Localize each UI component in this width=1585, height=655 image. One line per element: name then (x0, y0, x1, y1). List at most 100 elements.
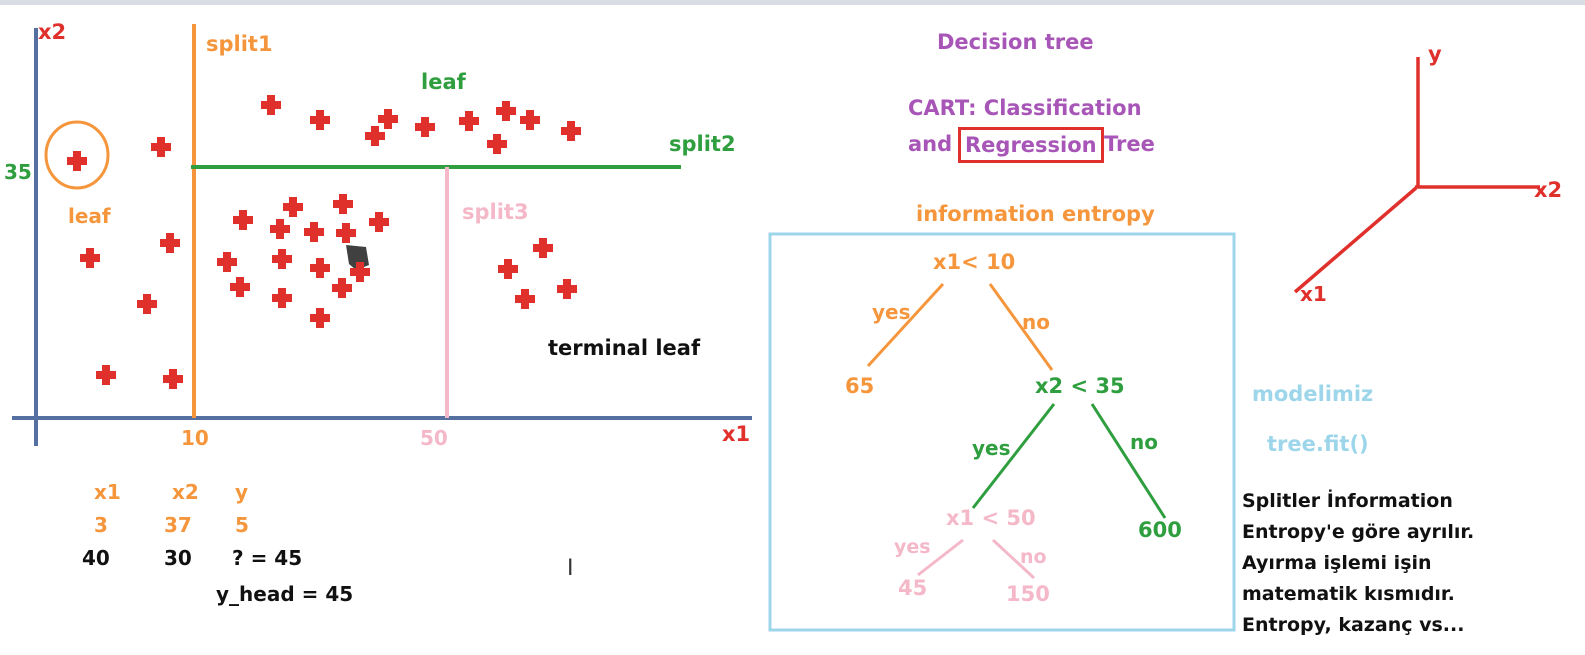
tree-node3-no: no (1020, 546, 1047, 568)
data-point-marker (459, 111, 479, 131)
tick-x1-50: 50 (420, 426, 448, 450)
table-r2-y: ? = 45 (232, 546, 303, 570)
edge-root-yes (866, 282, 945, 368)
title-cart-and: and (908, 132, 953, 156)
tree-leaf-600: 600 (1138, 518, 1182, 542)
table-header-x2: x2 (172, 480, 199, 504)
leaf-left-label: leaf (68, 204, 111, 228)
data-point-marker (369, 212, 389, 232)
data-point-marker (378, 109, 398, 129)
data-point-marker (333, 194, 353, 214)
tick-x2-35: 35 (4, 160, 32, 184)
data-point-marker (515, 289, 535, 309)
axis3d-x1 (1293, 186, 1418, 294)
notes-line: Entropy'e göre ayrılır. (1242, 521, 1475, 543)
edge-node2-yes (971, 403, 1056, 509)
data-point-marker (272, 249, 292, 269)
edge-node3-no (991, 538, 1036, 580)
axis3d-x2-label: x2 (1534, 178, 1563, 202)
data-point-marker (365, 126, 385, 146)
data-point-marker (336, 223, 356, 243)
data-point-marker (415, 117, 435, 137)
title-cart-regression-boxed: Regression (958, 127, 1104, 163)
table-r1-y: 5 (235, 513, 249, 537)
model-fit-label: tree.fit() (1267, 432, 1369, 456)
text-cursor-icon: I (567, 556, 574, 581)
edge-node2-no (1090, 403, 1167, 519)
tree-leaf-65: 65 (845, 374, 875, 398)
table-header-x1: x1 (94, 480, 121, 504)
data-point-marker (310, 308, 330, 328)
y-head-label: y_head = 45 (216, 582, 354, 606)
tick-x1-10: 10 (181, 426, 209, 450)
data-point-marker (233, 210, 253, 230)
tree-root-no: no (1022, 310, 1050, 334)
data-point-marker (304, 222, 324, 242)
tree-leaf-45: 45 (898, 576, 928, 600)
data-point-marker (261, 95, 281, 115)
tree-root-node: x1< 10 (933, 250, 1016, 274)
tree-node3: x1 < 50 (946, 506, 1036, 530)
tree-node2-no: no (1130, 430, 1158, 454)
data-point-marker (498, 259, 518, 279)
terminal-leaf-label: terminal leaf (548, 336, 701, 360)
data-point-marker (80, 248, 100, 268)
title-decision-tree: Decision tree (937, 30, 1094, 54)
data-point-marker (310, 258, 330, 278)
axis3d-y-label: y (1428, 42, 1442, 66)
data-point-marker (160, 233, 180, 253)
data-point-marker (137, 294, 157, 314)
data-point-marker (163, 369, 183, 389)
data-points (67, 95, 581, 389)
table-header-y: y (235, 480, 249, 504)
notes-line: Splitler İnformation (1242, 490, 1453, 512)
tree-leaf-150: 150 (1006, 582, 1050, 606)
tree-node2-yes: yes (972, 436, 1011, 460)
data-point-marker (272, 288, 292, 308)
data-point-marker (487, 134, 507, 154)
data-point-marker (217, 252, 237, 272)
edge-node3-yes (917, 538, 964, 577)
notes-line: Ayırma işlemi işin (1242, 552, 1432, 574)
tree-node2: x2 < 35 (1035, 374, 1125, 398)
data-point-marker (151, 137, 171, 157)
table-r2-x1: 40 (82, 546, 110, 570)
data-point-marker (283, 197, 303, 217)
data-point-marker (332, 278, 352, 298)
table-r2-x2: 30 (164, 546, 192, 570)
edge-root-no (988, 283, 1054, 371)
notes-block: Splitler İnformation Entropy'e göre ayrı… (1242, 486, 1474, 641)
tree-heading: information entropy (916, 202, 1155, 226)
axis3d-x1-label: x1 (1300, 282, 1327, 306)
model-label: modelimiz (1252, 382, 1374, 406)
split1-label: split1 (206, 32, 273, 56)
x2-axis-label: x2 (38, 20, 67, 44)
tree-root-yes: yes (872, 300, 911, 324)
table-r1-x1: 3 (94, 513, 108, 537)
data-point-marker (310, 110, 330, 130)
notes-line: Entropy, kazanç vs... (1242, 614, 1465, 636)
split2-label: split2 (669, 132, 736, 156)
data-point-marker (230, 277, 250, 297)
x1-axis-label: x1 (722, 422, 751, 446)
data-point-marker (557, 279, 577, 299)
data-point-marker (350, 262, 370, 282)
data-point-marker (270, 219, 290, 239)
leaf-top-label: leaf (421, 70, 466, 94)
data-point-marker (96, 365, 116, 385)
window-top-edge (0, 0, 1585, 5)
tree-frame (768, 232, 1236, 632)
data-point-marker (496, 101, 516, 121)
notes-line: matematik kısmıdır. (1242, 583, 1455, 605)
title-cart-line1: CART: Classification (908, 96, 1142, 120)
data-point-marker (520, 110, 540, 130)
split3-label: split3 (462, 200, 529, 224)
table-r1-x2: 37 (164, 513, 192, 537)
highlight-circle (44, 120, 110, 190)
title-cart-tree: Tree (1104, 132, 1155, 156)
data-point-marker (67, 151, 87, 171)
data-point-marker (561, 121, 581, 141)
tree-node3-yes: yes (894, 536, 931, 558)
data-point-marker (533, 238, 553, 258)
